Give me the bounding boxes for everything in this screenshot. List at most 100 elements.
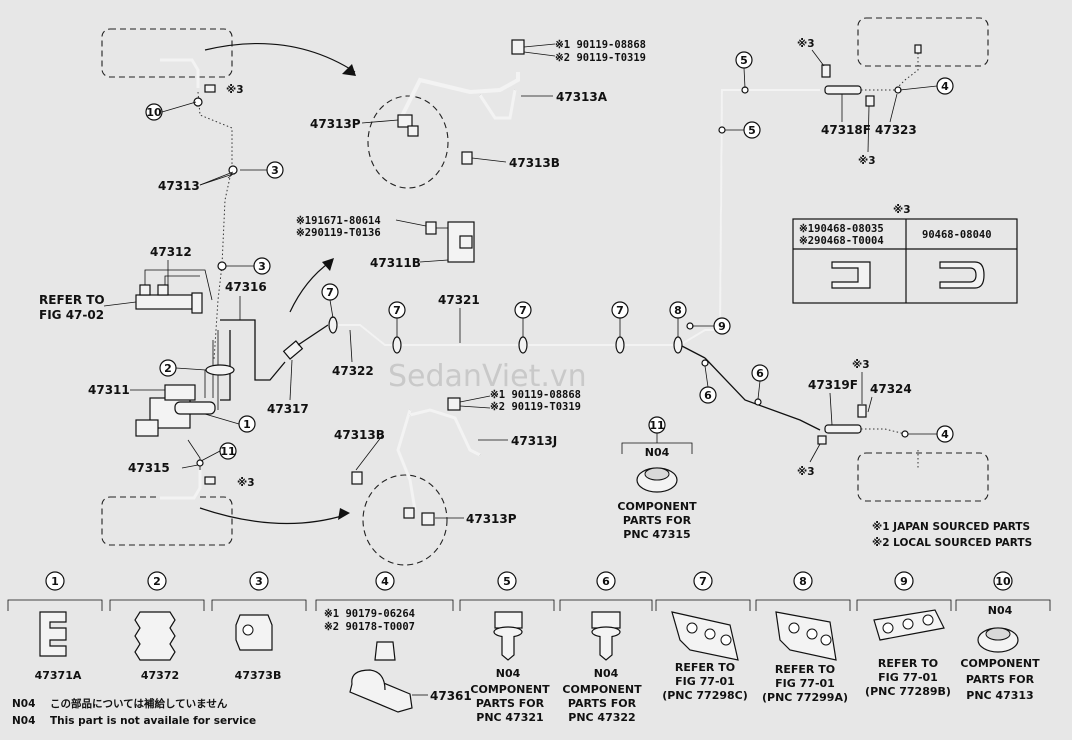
ref-mark-r4: ※3 <box>797 466 815 478</box>
svg-text:3: 3 <box>255 575 263 588</box>
legend-num-1 <box>45 571 65 591</box>
svg-text:11: 11 <box>649 419 664 432</box>
svg-text:COMPONENT: COMPONENT <box>562 683 642 696</box>
part-47312-body <box>135 294 193 310</box>
legend-code-4-1: ※1 90179-06264 <box>324 608 415 620</box>
callout-group: 10 3 3 2 1 11 7 7 7 7 8 9 6 6 5 5 4 4 <box>145 51 954 460</box>
legend-label-4: 47361 <box>430 689 472 703</box>
svg-text:10: 10 <box>995 575 1011 588</box>
label-47316: 47316 <box>225 280 267 294</box>
svg-text:4: 4 <box>941 428 949 441</box>
svg-text:FIG 77-01: FIG 77-01 <box>878 671 938 684</box>
label-47322: 47322 <box>332 364 374 378</box>
ref-mark-bottom-left: ※3 <box>237 477 255 489</box>
label-47313P-top: 47313P <box>310 117 361 131</box>
code-bottom-2: ※2 90119-T0319 <box>490 401 581 413</box>
label-47313P-bottom: 47313P <box>466 512 517 526</box>
label-47315: 47315 <box>128 461 170 475</box>
ref-mark-r3: ※3 <box>852 359 870 371</box>
svg-text:PARTS FOR: PARTS FOR <box>476 697 545 710</box>
arrow-bottom-curve <box>199 507 346 525</box>
bottom-note-code-1: N04 <box>12 698 35 710</box>
part-47319F-hose <box>824 424 862 434</box>
svg-text:4: 4 <box>941 80 949 93</box>
label-47313: 47313 <box>158 179 200 193</box>
svg-text:COMPONENT: COMPONENT <box>960 657 1040 670</box>
svg-text:8: 8 <box>674 304 682 317</box>
legend-num-8 <box>793 571 813 591</box>
label-47313J: 47313J <box>511 434 557 448</box>
svg-text:10: 10 <box>146 106 162 119</box>
clamp-icon-47372 <box>134 611 176 661</box>
svg-text:2: 2 <box>164 362 172 375</box>
table-col2: 90468-08040 <box>922 229 992 241</box>
clip-icon-right <box>939 261 985 289</box>
clip-icon-left <box>831 261 871 289</box>
svg-text:6: 6 <box>756 367 764 380</box>
line-47313 <box>197 91 233 361</box>
svg-text:PNC 47321: PNC 47321 <box>476 711 543 724</box>
label-47321: 47321 <box>438 293 480 307</box>
svg-text:7: 7 <box>519 304 527 317</box>
svg-text:1: 1 <box>51 575 59 588</box>
svg-text:(PNC 77299A): (PNC 77299A) <box>762 691 848 704</box>
legend-num-10 <box>993 571 1013 591</box>
svg-text:FIG 77-01: FIG 77-01 <box>775 677 835 690</box>
clip-top-left <box>204 84 216 93</box>
watermark: SedanViet.vn <box>388 359 587 394</box>
svg-text:8: 8 <box>799 575 807 588</box>
ref-mark-r2: ※3 <box>858 155 876 167</box>
footnote-local: ※2 LOCAL SOURCED PARTS <box>872 537 1032 549</box>
legend-code-4-2: ※2 90178-T0007 <box>324 621 415 633</box>
code-mid-1: ※191671-80614 <box>296 215 381 227</box>
clip-icon-47321 <box>494 611 523 629</box>
svg-text:9: 9 <box>900 575 908 588</box>
clamp-icon-47371A <box>39 611 67 657</box>
part-47313B-top <box>461 151 473 165</box>
table-col1-line2: ※290468-T0004 <box>799 235 884 247</box>
table-col1-line1: ※190468-08035 <box>799 223 884 235</box>
legend-code-5: N04 <box>496 667 521 680</box>
arrow-mid-head <box>322 258 334 271</box>
label-47319F: 47319F <box>808 378 858 392</box>
legend-row: 1 2 3 4 5 6 7 8 9 10 47371A 47372 47373B… <box>7 571 1051 724</box>
arrow-bottom-head <box>338 508 350 520</box>
label-47311: 47311 <box>88 383 130 397</box>
label-47313B-bottom: 47313B <box>334 428 385 442</box>
legend-num-4 <box>375 571 395 591</box>
label-47311B: 47311B <box>370 256 421 270</box>
svg-text:5: 5 <box>740 54 748 67</box>
table-header-mark: ※3 <box>893 204 911 216</box>
clip-icon-47322 <box>591 611 621 629</box>
bottom-note-code-2: N04 <box>12 715 35 727</box>
svg-text:REFER TO: REFER TO <box>775 663 835 676</box>
legend-label-2: 47372 <box>141 669 179 682</box>
clip-table <box>792 218 1018 304</box>
arrow-top-head <box>342 64 356 76</box>
svg-text:PNC 47313: PNC 47313 <box>966 689 1033 702</box>
svg-text:7: 7 <box>616 304 624 317</box>
bottom-note-text-1: この部品については補給していません <box>50 697 228 710</box>
dashed-box-top-left <box>101 28 233 78</box>
svg-text:6: 6 <box>602 575 610 588</box>
legend-num-3 <box>249 571 269 591</box>
legend-code-6: N04 <box>594 667 619 680</box>
bracket-center-note <box>621 442 693 454</box>
label-47318F: 47318F <box>821 123 871 137</box>
center-note-code: N04 <box>645 446 670 459</box>
code-top-2: ※2 90119-T0319 <box>555 52 646 64</box>
svg-text:3: 3 <box>271 164 279 177</box>
refer-line-1: REFER TO <box>39 293 105 307</box>
refer-line-2: FIG 47-02 <box>39 308 104 322</box>
label-47324: 47324 <box>870 382 912 396</box>
legend-code-10: N04 <box>988 604 1013 617</box>
svg-text:9: 9 <box>718 320 726 333</box>
clamp-icon-47373B <box>235 614 273 651</box>
dashed-box-bottom-left <box>101 496 233 546</box>
label-47313B-top: 47313B <box>509 156 560 170</box>
code-mid-2: ※290119-T0136 <box>296 227 381 239</box>
label-47317: 47317 <box>267 402 309 416</box>
svg-text:COMPONENT: COMPONENT <box>617 500 697 513</box>
footnote-japan: ※1 JAPAN SOURCED PARTS <box>872 521 1030 533</box>
